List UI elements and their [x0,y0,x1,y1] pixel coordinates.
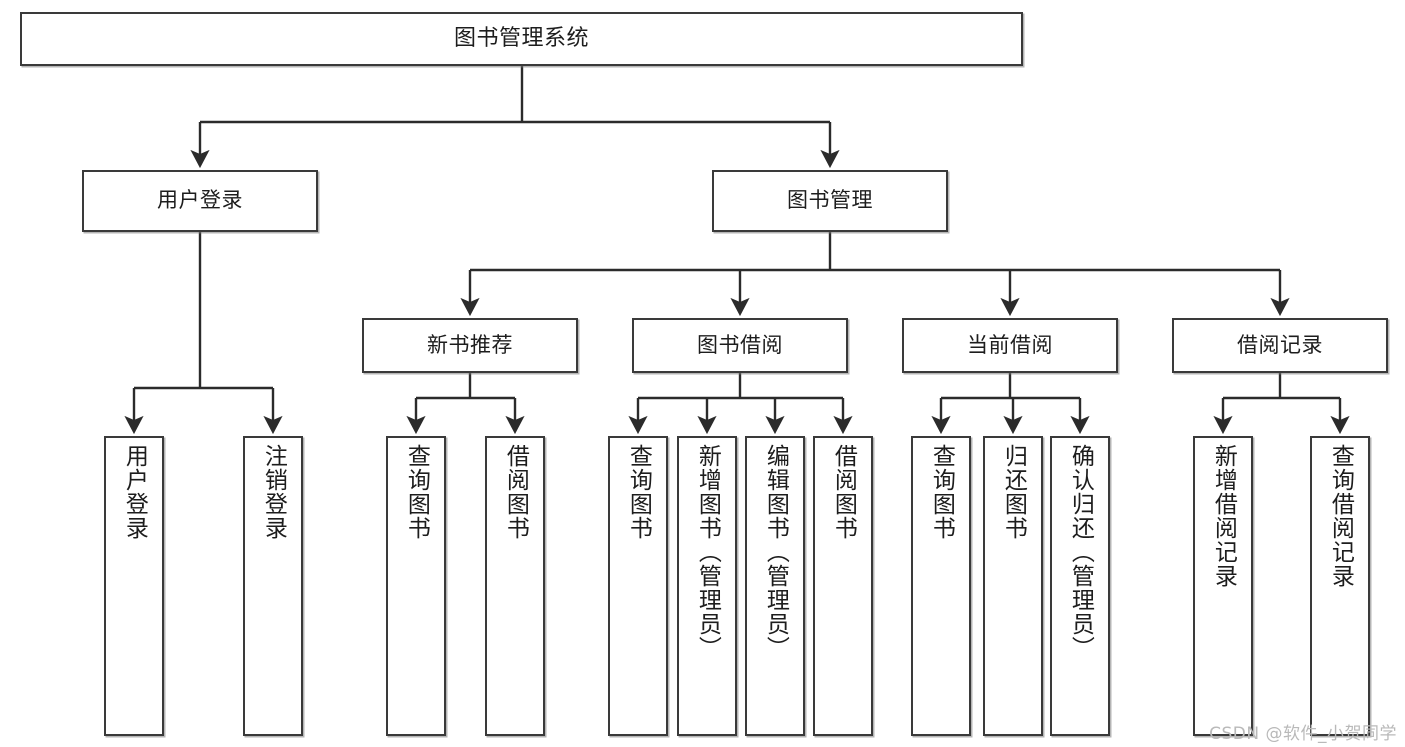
node-label: 查询图书 [403,444,430,540]
node-label: 当前借阅 [967,332,1053,357]
node-l2b[interactable]: 图书借阅 [632,318,848,373]
node-l2d[interactable]: 借阅记录 [1172,318,1388,373]
node-label: 图书管理系统 [453,25,589,51]
node-leaf09[interactable]: 查询图书 [911,436,971,736]
node-leaf08[interactable]: 借阅图书 [813,436,873,736]
node-label: 借阅图书 [830,444,857,540]
node-label: 图书管理 [787,188,873,213]
node-leaf06[interactable]: 新增图书（管理员） [677,436,737,736]
node-label: 用户登录 [157,188,243,213]
node-l2c[interactable]: 当前借阅 [902,318,1118,373]
node-label: 新书推荐 [427,332,513,357]
node-label: 查询借阅记录 [1327,444,1354,588]
node-label: 新增借阅记录 [1210,444,1237,588]
node-label: 借阅记录 [1237,332,1323,357]
node-label: 注销登录 [260,444,287,540]
node-root[interactable]: 图书管理系统 [20,12,1023,66]
node-leaf10[interactable]: 归还图书 [983,436,1043,736]
node-l1b[interactable]: 图书管理 [712,170,948,232]
node-label: 新增图书（管理员） [694,444,721,660]
node-label: 编辑图书（管理员） [762,444,789,660]
node-label: 归还图书 [1000,444,1027,540]
node-l2a[interactable]: 新书推荐 [362,318,578,373]
node-leaf01[interactable]: 用户登录 [104,436,164,736]
node-leaf04[interactable]: 借阅图书 [485,436,545,736]
node-leaf13[interactable]: 查询借阅记录 [1310,436,1370,736]
node-leaf11[interactable]: 确认归还（管理员） [1050,436,1110,736]
node-leaf02[interactable]: 注销登录 [243,436,303,736]
node-leaf07[interactable]: 编辑图书（管理员） [745,436,805,736]
node-label: 确认归还（管理员） [1067,444,1094,660]
node-label: 借阅图书 [502,444,529,540]
node-leaf03[interactable]: 查询图书 [386,436,446,736]
node-l1a[interactable]: 用户登录 [82,170,318,232]
node-leaf12[interactable]: 新增借阅记录 [1193,436,1253,736]
node-label: 查询图书 [928,444,955,540]
node-label: 图书借阅 [697,332,783,357]
node-label: 用户登录 [121,444,148,540]
node-label: 查询图书 [625,444,652,540]
node-leaf05[interactable]: 查询图书 [608,436,668,736]
